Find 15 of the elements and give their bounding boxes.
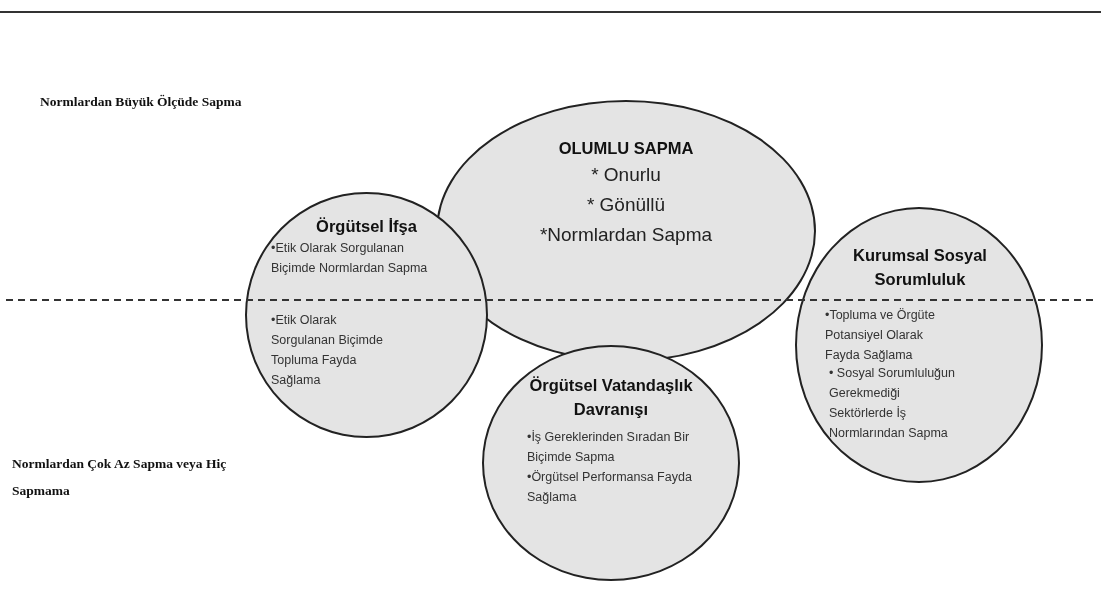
ellipse-heading: OLUMLU SAPMA <box>557 138 695 159</box>
circle-heading: Kurumsal Sosyal Sorumluluk <box>852 245 988 290</box>
bullet-text: •Etik Olarak Sorgulanan Biçimde Normlardan Sapma <box>271 240 429 277</box>
axis-label: Normlardan Büyük Ölçüde Sapma <box>40 93 243 111</box>
bullet-text: •Etik Olarak Sorgulanan Biçimde Topluma Fayda Sağlama <box>271 312 384 389</box>
ellipse-text: * Gönüllü <box>585 193 667 217</box>
ellipse-text: * Onurlu <box>590 163 662 187</box>
axis-label: Normlardan Çok Az Sapma veya Hiç Sapmama <box>12 455 228 500</box>
bullet-text: • Sosyal Sorumluluğun Gerekmediği Sektörlerde İş Normlarından Sapma <box>829 365 956 442</box>
ellipse-text: *Normlardan Sapma <box>538 223 714 247</box>
circle-heading: Örgütsel Vatandaşlık Davranışı <box>528 375 694 420</box>
bullet-text: •Topluma ve Örgüte Potansiyel Olarak Fayda Sağlama <box>825 307 936 364</box>
bullet-text: •İş Gereklerinden Sıradan Bir Biçimde Sapma <box>527 429 691 466</box>
circle-heading: Örgütsel İfşa <box>315 216 418 237</box>
bullet-text: •Örgütsel Performansa Fayda Sağlama <box>527 469 693 506</box>
